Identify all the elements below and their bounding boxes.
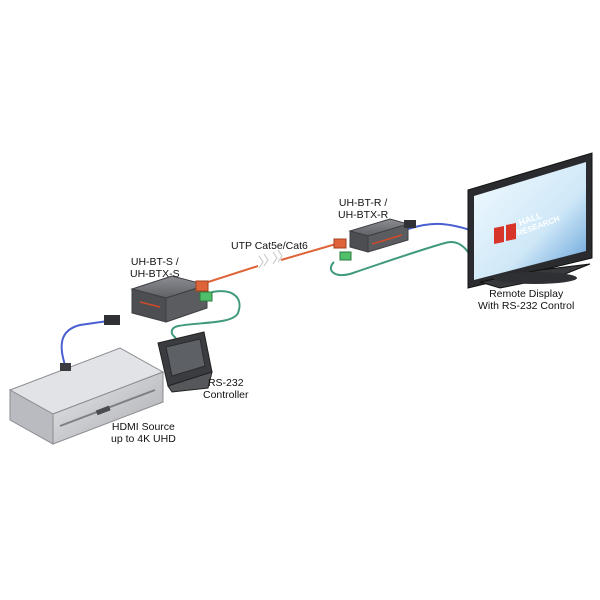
transmitter-label: UH-BT-S / UH-BTX-S [130,256,180,280]
rs232-label: RS-232 Controller [203,377,249,401]
receiver-label: UH-BT-R / UH-BTX-R [338,197,388,221]
transmitter-label-line1: UH-BT-S / [130,256,179,268]
utp-cable-right [280,243,337,261]
terminal-block-receiver [339,251,352,261]
remote-display [467,152,593,289]
hdmi-cable-source [60,320,109,369]
cable-break-mark [272,249,283,265]
rs232-cable-display [329,241,469,276]
source-label-line2: up to 4K UHD [111,433,176,445]
rs232-controller-device [157,331,213,393]
receiver-device [348,218,410,253]
rs232-cable-controller [170,290,241,339]
receiver-label-line2: UH-BTX-R [338,209,389,221]
terminal-block-transmitter [199,291,213,302]
transmitter-device [130,275,209,323]
cable-break-mark [258,253,269,269]
hdmi-connector [60,363,71,371]
utp-cable-left [204,265,259,284]
rs232-label-line1: RS-232 [207,377,244,389]
rj45-connector-receiver [333,238,347,249]
hdmi-plug-receiver [404,220,416,228]
hdmi-source-device [8,347,165,445]
receiver-label-line1: UH-BT-R / [338,197,388,209]
cable-label: UTP Cat5e/Cat6 [231,240,308,252]
transmitter-label-line2: UH-BTX-S [130,268,180,280]
display-label-line2: With RS-232 Control [478,300,575,312]
display-label: Remote Display With RS-232 Control [478,288,574,312]
rs232-label-line2: Controller [203,389,249,401]
source-label-line1: HDMI Source [111,421,175,433]
source-label: HDMI Source up to 4K UHD [111,421,176,445]
hdmi-cable-display [407,222,471,231]
hdmi-plug-transmitter [104,315,120,325]
rj45-connector-transmitter [195,280,209,292]
cable-label-text: UTP Cat5e/Cat6 [231,240,308,252]
display-label-line1: Remote Display [489,288,564,300]
